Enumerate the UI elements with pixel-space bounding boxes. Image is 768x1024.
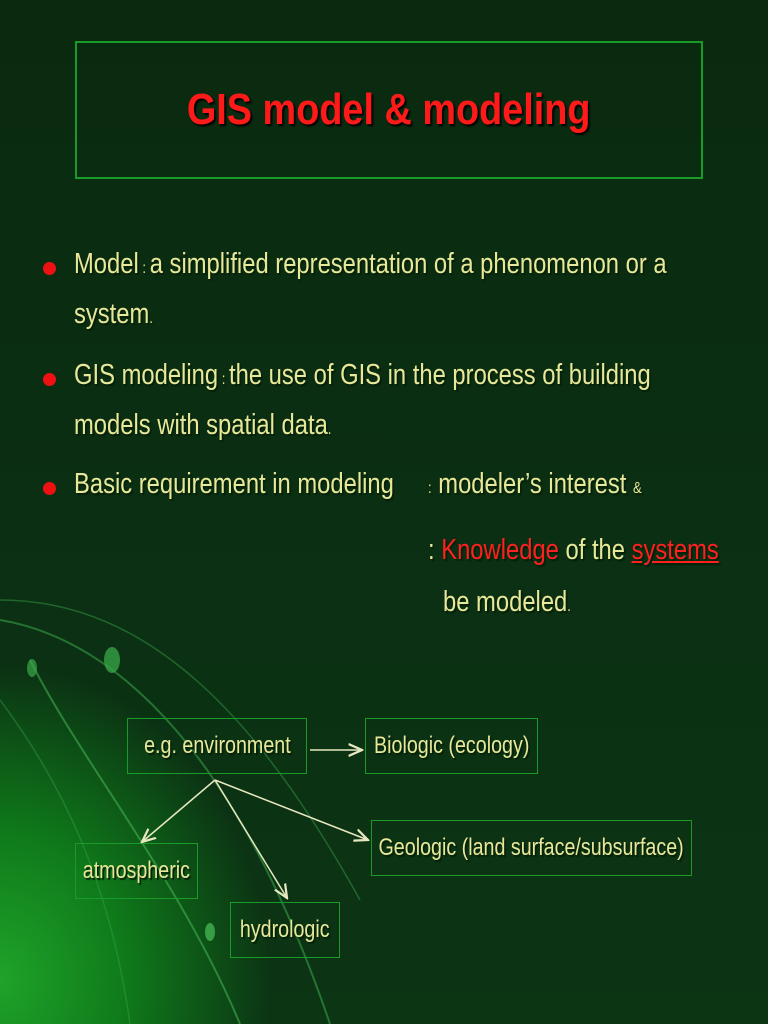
- decorative-dot: [205, 923, 215, 941]
- bullet-1-text: a simplified representation of a phenome…: [149, 248, 667, 280]
- bullet-3-line-1: : modeler’s interest &: [428, 468, 642, 500]
- decorative-dot: [104, 647, 120, 673]
- bullet-1-term: Model: [74, 248, 139, 280]
- title-box: GIS model & modeling: [75, 41, 703, 179]
- biologic-box: Biologic (ecology): [365, 718, 538, 774]
- bullet-dot: [43, 373, 56, 386]
- bullet-2-text-cont: models with spatial data: [74, 409, 328, 441]
- bullet-dot: [43, 262, 56, 275]
- systems-word: systems: [631, 534, 719, 566]
- bullet-3-text: modeler’s interest: [438, 468, 627, 500]
- bullet-2-separator: :: [218, 371, 230, 388]
- environment-box: e.g. environment: [127, 718, 307, 774]
- bullet-2-term: GIS modeling: [74, 359, 219, 391]
- bullet-1-text-cont: system: [74, 298, 150, 330]
- bullet-1-separator: :: [138, 260, 150, 277]
- arrow-to-atmospheric: [142, 779, 216, 842]
- geologic-box: Geologic (land surface/subsurface): [371, 820, 692, 876]
- knowledge-word: Knowledge: [441, 534, 559, 566]
- decorative-dot: [27, 659, 37, 677]
- hydrologic-box: hydrologic: [230, 902, 340, 958]
- requirement-line-2: be modeled.: [443, 586, 571, 618]
- slide-title: GIS model & modeling: [187, 85, 591, 134]
- bullet-1-line-1: Model : a simplified representation of a…: [74, 248, 667, 281]
- arrow-to-hydrologic: [214, 779, 287, 898]
- bullet-dot: [43, 482, 56, 495]
- bullet-3-term: Basic requirement in modeling: [74, 468, 394, 500]
- bullet-2-line-1: GIS modeling : the use of GIS in the pro…: [74, 359, 651, 392]
- requirement-line-1: : Knowledge of the systems: [428, 534, 719, 566]
- bullet-2-text: the use of GIS in the process of buildin…: [229, 359, 651, 391]
- arrow-to-geologic: [214, 779, 368, 840]
- atmospheric-box: atmospheric: [75, 843, 198, 899]
- bullet-2-line-2: models with spatial data.: [74, 409, 332, 441]
- bullet-1-line-2: system.: [74, 298, 153, 330]
